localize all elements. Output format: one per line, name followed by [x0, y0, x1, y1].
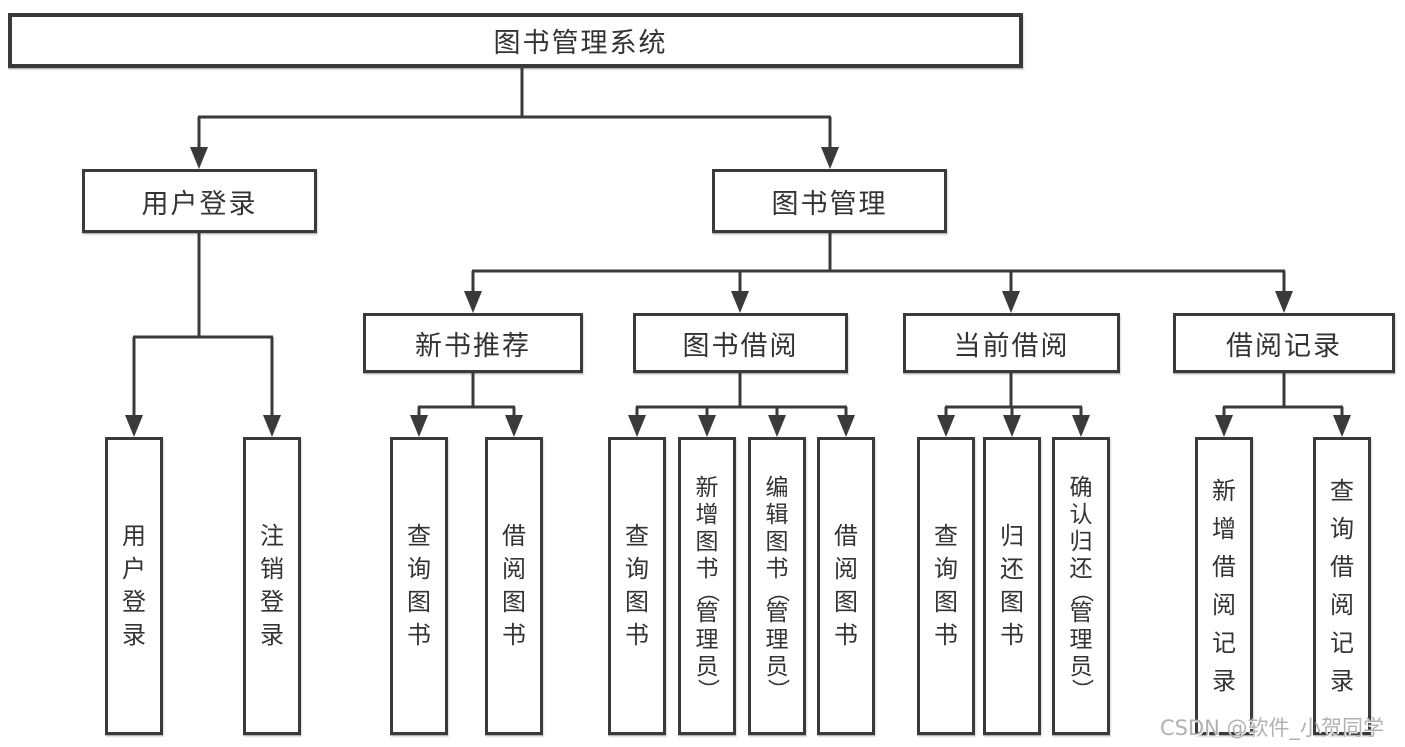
node-label: 用户登录 — [141, 188, 258, 220]
node-borrow-books-borrowing: 借阅图书 — [817, 437, 875, 735]
node-label: 图书管理 — [771, 188, 888, 220]
node-borrow-books-recommend: 借阅图书 — [485, 437, 543, 735]
node-edit-books-admin: 编辑图书（管理员） — [748, 437, 806, 735]
node-query-books-current: 查询图书 — [917, 437, 975, 735]
node-book-management-branch: 图书管理 — [712, 169, 947, 233]
node-user-login-branch: 用户登录 — [82, 169, 317, 233]
node-label: 借阅记录 — [1226, 330, 1342, 362]
node-label: 当前借阅 — [953, 330, 1070, 362]
arrowheads — [125, 147, 1351, 437]
node-label: 新书推荐 — [415, 330, 531, 362]
node-borrow-records: 借阅记录 — [1173, 313, 1395, 373]
node-label: 图书借阅 — [682, 330, 799, 362]
node-current-borrowing: 当前借阅 — [903, 313, 1120, 373]
node-new-book-recommend: 新书推荐 — [363, 313, 583, 373]
csdn-watermark: CSDN @软件_小贺同学 — [1160, 716, 1385, 740]
node-return-books: 归还图书 — [983, 437, 1041, 735]
node-add-borrow-record: 新增借阅记录 — [1195, 437, 1253, 735]
node-add-books-admin: 新增图书（管理员） — [678, 437, 736, 735]
node-root-system: 图书管理系统 — [8, 13, 1023, 68]
node-confirm-return-admin: 确认归还（管理员） — [1052, 437, 1110, 735]
node-query-books-borrowing: 查询图书 — [608, 437, 666, 735]
node-query-borrow-record: 查询借阅记录 — [1313, 437, 1371, 735]
node-logout-action: 注销登录 — [243, 437, 301, 735]
node-book-borrowing: 图书借阅 — [633, 313, 848, 373]
node-user-login-action: 用户登录 — [105, 437, 163, 735]
node-query-books-recommend: 查询图书 — [390, 437, 448, 735]
node-root-label: 图书管理系统 — [493, 28, 668, 59]
connector-path — [132, 68, 1344, 417]
